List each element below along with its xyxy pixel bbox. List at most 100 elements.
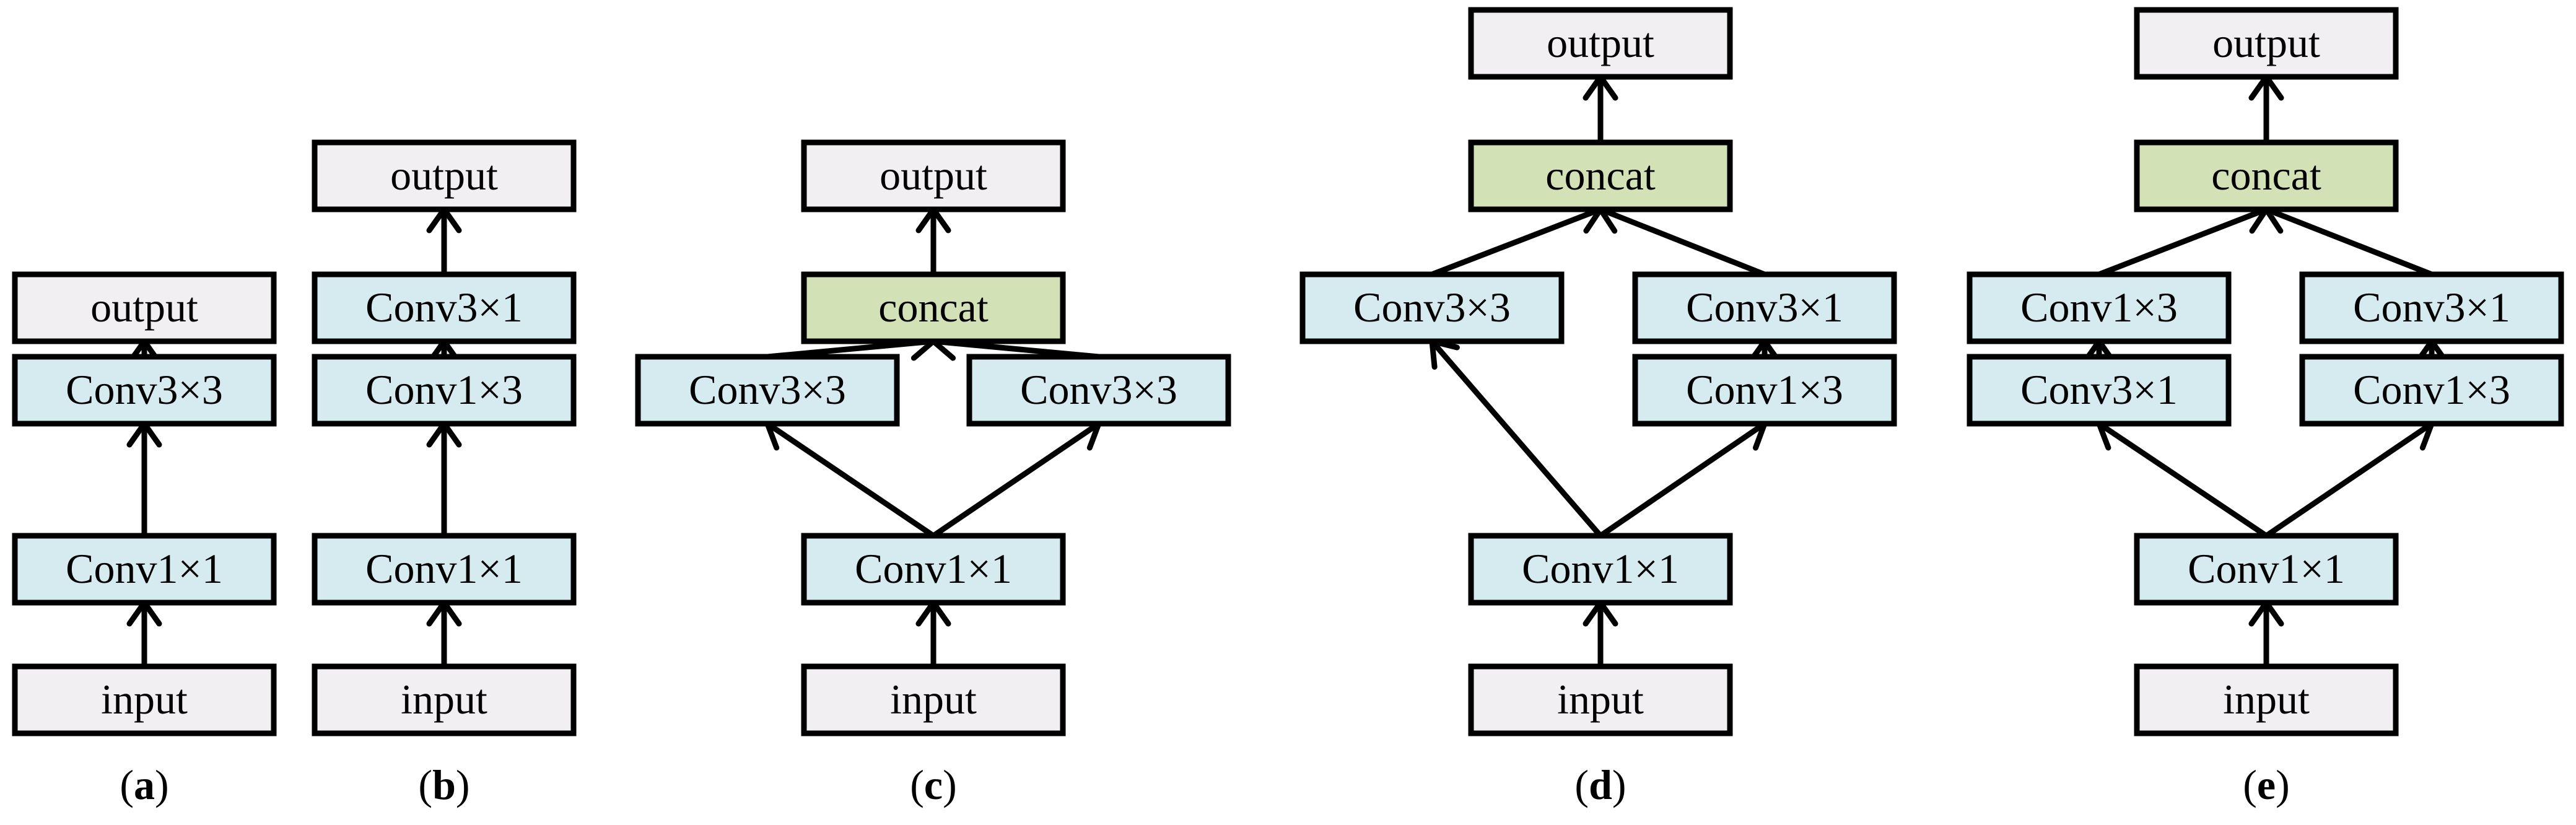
- conv-node: Conv3×1: [312, 271, 577, 344]
- conv-box: [312, 271, 577, 344]
- conv-node: Conv1×1: [1468, 533, 1733, 606]
- caption-close-paren: ): [1612, 761, 1626, 808]
- caption-letter: a: [134, 761, 155, 808]
- concat-node: concat: [801, 271, 1066, 344]
- conv-node: Conv3×1: [1967, 354, 2232, 427]
- node-label: Conv1×3: [365, 366, 523, 413]
- node-label: concat: [2211, 152, 2321, 199]
- conv-box: [1632, 271, 1897, 344]
- node-label: Conv3×1: [2020, 366, 2178, 413]
- node-label: input: [2223, 676, 2310, 723]
- edge-arrow: [2096, 420, 2268, 538]
- node-label: concat: [1545, 152, 1656, 199]
- edge-arrow: [932, 420, 1102, 538]
- conv-box: [966, 354, 1231, 427]
- node-label: Conv3×3: [689, 366, 846, 413]
- conv-node: Conv3×3: [635, 354, 900, 427]
- io-node: input: [801, 663, 1066, 736]
- io-node: input: [2134, 663, 2399, 736]
- conv-node: Conv1×3: [2299, 354, 2564, 427]
- node-label: Conv3×1: [1686, 284, 1843, 331]
- conv-node: Conv1×1: [2134, 533, 2399, 606]
- caption-open-paren: (: [120, 761, 134, 808]
- io-node: output: [12, 271, 277, 344]
- caption-letter: b: [432, 761, 456, 808]
- io-node: output: [1468, 7, 1733, 80]
- panel-caption: (d): [1574, 761, 1626, 808]
- io-node: output: [2134, 7, 2399, 80]
- concat-node: concat: [2134, 139, 2399, 212]
- io-box: [801, 139, 1066, 212]
- conv-box: [2299, 271, 2564, 344]
- io-box: [1468, 7, 1733, 80]
- node-label: Conv1×3: [2020, 284, 2178, 331]
- node-label: Conv3×3: [1020, 366, 1177, 413]
- conv-node: Conv1×3: [1632, 354, 1897, 427]
- panel-caption: (c): [910, 761, 957, 808]
- node-label: output: [880, 152, 987, 199]
- edge-arrow: [2263, 200, 2433, 277]
- node-label: input: [1557, 676, 1644, 723]
- caption-open-paren: (: [418, 761, 432, 808]
- conv-box: [2134, 533, 2399, 606]
- caption-close-paren: ): [943, 761, 957, 808]
- node-label: input: [101, 676, 188, 723]
- node-label: Conv3×3: [1353, 284, 1511, 331]
- conv-box: [1967, 354, 2232, 427]
- io-node: input: [12, 663, 277, 736]
- caption-letter: c: [924, 761, 943, 808]
- panel-caption: (a): [120, 761, 168, 808]
- io-box: [801, 663, 1066, 736]
- panel-caption: (b): [418, 761, 469, 808]
- captions-layer: (a)(b)(c)(d)(e): [120, 761, 2289, 808]
- edge-arrow: [764, 420, 935, 538]
- io-node: output: [801, 139, 1066, 212]
- conv-node: Conv3×3: [12, 354, 277, 427]
- node-label: Conv1×1: [365, 545, 523, 592]
- concat-box: [1468, 139, 1733, 212]
- conv-node: Conv1×3: [1967, 271, 2232, 344]
- conv-box: [12, 354, 277, 427]
- edge-arrow: [1429, 338, 1603, 538]
- conv-node: Conv3×3: [1299, 271, 1565, 344]
- edge-arrow: [2098, 200, 2269, 277]
- node-label: Conv1×3: [2353, 366, 2510, 413]
- io-box: [1468, 663, 1733, 736]
- node-label: Conv1×1: [66, 545, 223, 592]
- node-label: Conv1×1: [1522, 545, 1679, 592]
- concat-box: [801, 271, 1066, 344]
- edge-arrow: [1597, 200, 1766, 277]
- conv-node: Conv3×3: [966, 354, 1231, 427]
- conv-box: [1632, 354, 1897, 427]
- caption-letter: e: [2257, 761, 2276, 808]
- io-node: output: [312, 139, 577, 212]
- node-label: Conv3×1: [2353, 284, 2510, 331]
- node-label: Conv3×3: [66, 366, 223, 413]
- panel-caption: (e): [2243, 761, 2290, 808]
- io-node: input: [312, 663, 577, 736]
- conv-box: [312, 533, 577, 606]
- nodes-layer: outputConv3×3Conv1×1inputoutputConv3×1Co…: [12, 7, 2564, 736]
- node-label: output: [2212, 19, 2320, 66]
- node-label: output: [1547, 19, 1654, 66]
- io-box: [312, 139, 577, 212]
- io-box: [2134, 663, 2399, 736]
- edge-arrow: [1599, 420, 1768, 538]
- node-label: Conv1×3: [1686, 366, 1843, 413]
- node-label: Conv1×1: [855, 545, 1012, 592]
- caption-open-paren: (: [1574, 761, 1589, 808]
- conv-node: Conv1×1: [312, 533, 577, 606]
- conv-box: [2299, 354, 2564, 427]
- edge-arrow: [1431, 200, 1604, 277]
- conv-node: Conv1×3: [312, 354, 577, 427]
- node-label: Conv3×1: [365, 284, 523, 331]
- io-box: [12, 663, 277, 736]
- caption-close-paren: ): [155, 761, 169, 808]
- node-label: output: [90, 284, 198, 331]
- node-label: input: [890, 676, 977, 723]
- io-box: [2134, 7, 2399, 80]
